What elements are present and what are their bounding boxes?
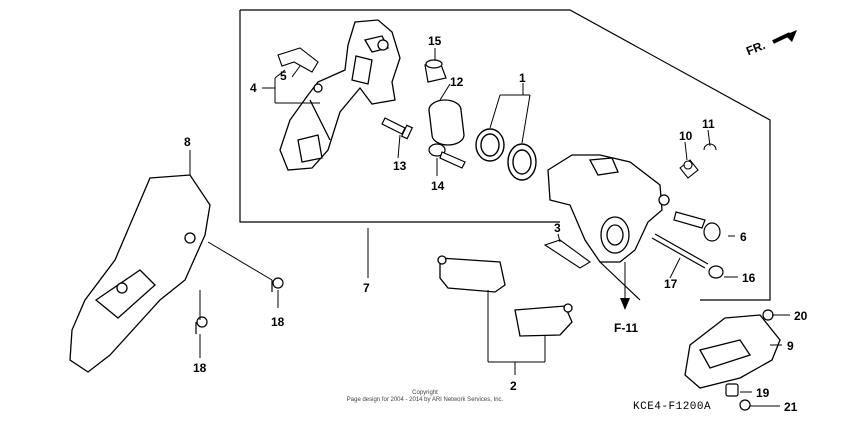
- reference-arrow: [620, 262, 630, 310]
- callout-2: 2: [510, 379, 517, 393]
- boot-part: [424, 59, 447, 83]
- caliper-body-part: [547, 154, 670, 263]
- plug-part: [708, 265, 724, 279]
- disc-cover-part: [69, 174, 211, 373]
- callout-13: 13: [393, 159, 407, 173]
- callout-4: 4: [250, 81, 257, 95]
- callout-3: 3: [554, 221, 561, 235]
- pin-bolt-part: [381, 117, 414, 140]
- callout-9: 9: [787, 339, 794, 353]
- callout-18a: 18: [271, 315, 285, 329]
- callout-1: 1: [519, 71, 526, 85]
- pad-spring-part: [277, 47, 319, 73]
- bolt-part-21: [739, 399, 751, 411]
- callout-14: 14: [431, 179, 445, 193]
- bleed-valve-part: [679, 143, 717, 179]
- callout-6: 6: [740, 230, 747, 244]
- collar-part: [725, 383, 739, 397]
- callout-18b: 18: [193, 361, 207, 375]
- copyright-title: Copyright: [412, 390, 438, 396]
- bolt-part-18a: [271, 277, 284, 292]
- caliper-guard-part: [684, 314, 781, 389]
- callout-8: 8: [184, 135, 191, 149]
- leader-lines: [189, 48, 790, 407]
- callout-20: 20: [794, 309, 808, 323]
- callout-7: 7: [363, 281, 370, 295]
- seal-kit-part: [475, 128, 537, 181]
- callout-17: 17: [664, 277, 678, 291]
- slide-pin-part: [673, 211, 721, 242]
- assembly-boundary: [239, 9, 771, 301]
- diagram-code: KCE4-F1200A: [633, 401, 711, 413]
- callout-19: 19: [756, 386, 770, 400]
- callout-15: 15: [428, 34, 442, 48]
- front-direction-label: FR.: [744, 38, 767, 58]
- bolt-part-20: [762, 309, 774, 321]
- piston-part: [428, 99, 465, 146]
- front-direction-arrow: [772, 30, 797, 44]
- pad-pin-part: [651, 233, 709, 269]
- callout-5: 5: [280, 69, 287, 83]
- caliper-bracket-part: [279, 19, 401, 171]
- callout-11: 11: [702, 117, 715, 131]
- reference-label: F-11: [614, 321, 638, 335]
- brake-pad-set-part: [437, 255, 573, 337]
- copyright-notice: Page design for 2004 - 2014 by ARI Netwo…: [347, 397, 504, 403]
- callout-21: 21: [784, 400, 798, 414]
- callout-12: 12: [450, 75, 464, 89]
- bolt-part-18b: [195, 316, 208, 334]
- pad-retainer-part: [543, 239, 591, 269]
- callout-10: 10: [679, 129, 693, 143]
- bolt-part: [428, 143, 466, 169]
- callout-16: 16: [742, 271, 756, 285]
